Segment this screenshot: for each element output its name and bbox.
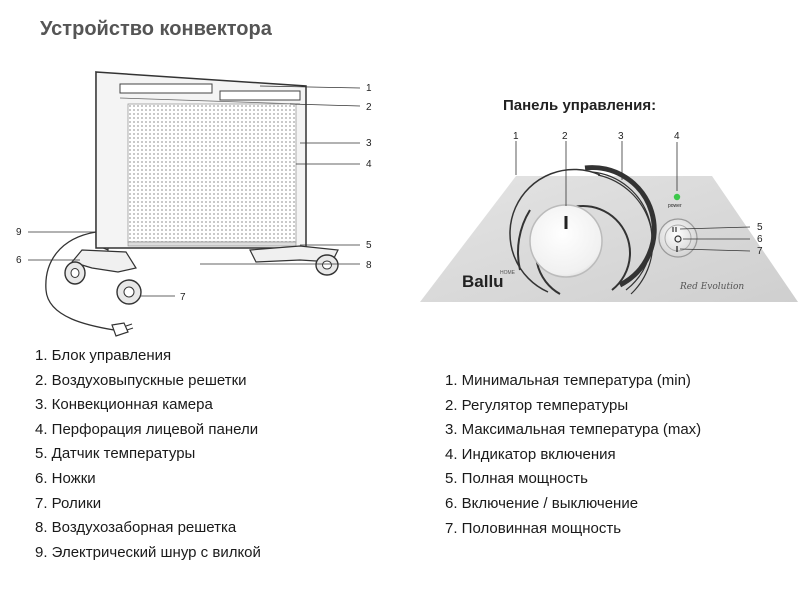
legend-item: 4. Индикатор включения [445, 445, 616, 463]
legend-item: 5. Датчик температуры [35, 445, 196, 463]
panel-callout-3: 3 [618, 131, 624, 142]
legend-item: 5. Полная мощность [445, 470, 588, 488]
foot-left [70, 249, 137, 273]
perforated-face [127, 103, 297, 243]
power-cord [45, 231, 115, 331]
legend-item: 9. Электрический шнур с вилкой [35, 543, 261, 561]
outlet-grille-right [219, 90, 301, 101]
panel-plate [420, 176, 798, 302]
legend-item: 4. Перфорация лицевой панели [35, 420, 259, 438]
heater-callout-4: 4 [366, 159, 372, 170]
panel-callout-4: 4 [674, 131, 680, 142]
legend-item: 7. Ролики [35, 494, 102, 512]
legend-item: 7. Половинная мощность [445, 519, 622, 537]
legend-item: 6. Ножки [35, 469, 96, 487]
panel-callout-5: 5 [757, 222, 763, 233]
legend-item: 2. Регулятор температуры [445, 396, 629, 414]
heater-callout-9: 9 [16, 227, 22, 238]
heater-callout-3: 3 [366, 138, 372, 149]
panel-callout-2: 2 [562, 131, 568, 142]
brand-logo: Ballu [462, 272, 504, 291]
heater-callout-2: 2 [366, 102, 372, 113]
power-indicator [673, 193, 681, 201]
panel-legend: 1. Минимальная температура (min) 2. Регу… [445, 369, 701, 541]
page-title: Устройство конвектора [40, 18, 272, 40]
legend-item: 8. Воздухозаборная решетка [35, 519, 237, 537]
panel-callout-1: 1 [513, 131, 519, 142]
heater-callout-5: 5 [366, 240, 372, 251]
temperature-scale [584, 165, 657, 288]
heater-callout-1: 1 [366, 83, 372, 94]
indicator-label: power [668, 203, 682, 209]
legend-item: 1. Минимальная температура (min) [445, 372, 691, 389]
panel-callout-6: 6 [757, 234, 763, 245]
heater-callout-6: 6 [16, 255, 22, 266]
heater-callout-8: 8 [366, 260, 372, 271]
heater-legend: 1. Блок управления 2. Воздуховыпускные р… [35, 344, 261, 565]
legend-item: 2. Воздуховыпускные решетки [35, 371, 247, 389]
model-name: Red Evolution [679, 282, 744, 292]
outlet-grille-left [119, 83, 213, 94]
temperature-knob [529, 204, 603, 278]
heater-callout-7: 7 [180, 292, 186, 303]
legend-item: 6. Включение / выключение [445, 494, 639, 512]
temperature-sensor [127, 241, 297, 247]
legend-item: 3. Максимальная температура (max) [445, 421, 702, 439]
plug [111, 322, 129, 337]
panel-callout-7: 7 [757, 246, 763, 257]
legend-item: 1. Блок управления [35, 347, 172, 364]
brand-superscript: HOME [500, 270, 516, 276]
panel-title: Панель управления: [503, 97, 657, 114]
legend-item: 3. Конвекционная камера [35, 396, 213, 414]
